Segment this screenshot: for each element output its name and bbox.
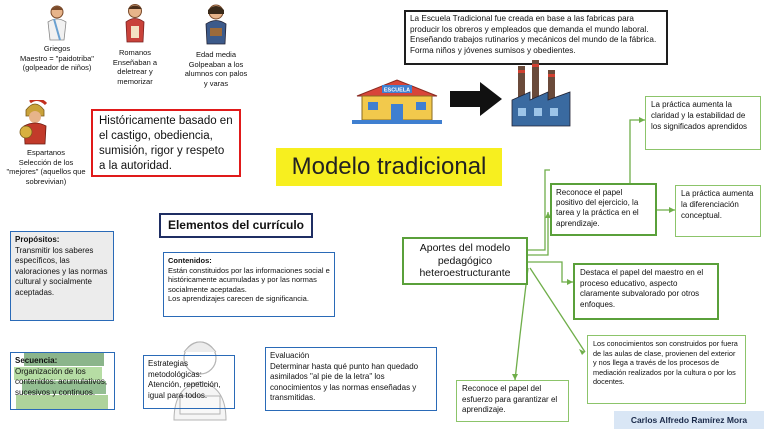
papel-maestro-box: Destaca el papel del maestro en el proce… (573, 263, 719, 320)
contenidos-box: Contenidos: Están constituidos por las i… (163, 252, 335, 317)
spartan-figure (18, 100, 58, 146)
secuencia-box: Secuencia: Organización de los contenido… (10, 352, 115, 410)
school-sign: ESCUELA (384, 88, 410, 94)
spartan-figure-icon (19, 100, 48, 145)
curriculum-title: Elementos del currículo (167, 218, 305, 232)
page-title: Modelo tradicional (276, 148, 502, 186)
evaluacion-box: Evaluación Determinar hasta qué punto ha… (265, 347, 437, 411)
papel-maestro-text: Destaca el papel del maestro en el proce… (580, 268, 704, 309)
estrategias-box: Estrategias metodológicas: Atención, rep… (143, 355, 235, 409)
historic-box: Históricamente basado en el castigo, obe… (91, 109, 241, 177)
medieval-figure-icon (205, 4, 227, 45)
evaluacion-text: Determinar hasta qué punto han quedado a… (270, 361, 419, 403)
books-icon (14, 353, 108, 409)
esfuerzo-box: Reconoce el papel del esfuerzo para gara… (456, 380, 569, 422)
curriculum-title-box: Elementos del currículo (159, 213, 313, 238)
estrategias-text: Atención, repetición, igual para todos. (148, 380, 221, 400)
author-text: Carlos Alfredo Ramírez Mora (630, 415, 748, 425)
papel-positivo-box: Reconoce el papel positivo del ejercicio… (550, 183, 657, 236)
aportes-text: Aportes del modelo pedagógico heteroestr… (419, 242, 511, 279)
medieval-figure (196, 2, 236, 46)
propositos-text: Transmitir los saberes específicos, las … (15, 245, 108, 297)
spartan-caption: Espartanos Selección de los "mejores" (a… (6, 148, 86, 186)
secuencia-label: Secuencia: (15, 356, 58, 365)
school-icon: ESCUELA (352, 79, 442, 124)
author-label: Carlos Alfredo Ramírez Mora (614, 411, 764, 429)
greek-figure (22, 4, 92, 42)
school-description-box: La Escuela Tradicional fue creada en bas… (404, 10, 668, 65)
propositos-box: Propósitos: Transmitir los saberes espec… (10, 231, 114, 321)
aportes-box: Aportes del modelo pedagógico heteroestr… (402, 237, 528, 285)
secuencia-text: Organización de los contenidos: acumulat… (15, 366, 108, 397)
esfuerzo-text: Reconoce el papel del esfuerzo para gara… (462, 384, 558, 414)
propositos-label: Propósitos: (15, 235, 60, 244)
estrategias-label: Estrategias metodológicas: (148, 359, 202, 379)
arrow-right-icon (450, 82, 502, 116)
factory-icon (511, 60, 571, 127)
conocimientos-text: Los conocimientos son construidos por fu… (593, 339, 738, 387)
roman-figure-icon (125, 4, 145, 43)
evaluacion-label: Evaluación (270, 351, 310, 360)
roman-figure (115, 2, 155, 44)
school-description-text: La Escuela Tradicional fue creada en bas… (410, 14, 657, 55)
contenidos-label: Contenidos: (168, 256, 212, 265)
student-icon (173, 341, 227, 421)
practica-claridad-box: La práctica aumenta la claridad y la est… (645, 96, 761, 150)
roman-caption: Romanos Enseñaban a deletrear y memoriza… (112, 48, 158, 86)
practica-diferenciacion-text: La práctica aumenta la diferenciación co… (681, 189, 754, 220)
practica-claridad-text: La práctica aumenta la claridad y la est… (651, 100, 748, 131)
practica-diferenciacion-box: La práctica aumenta la diferenciación co… (675, 185, 761, 237)
papel-positivo-text: Reconoce el papel positivo del ejercicio… (556, 188, 639, 228)
contenidos-text: Están constituidos por las informaciones… (168, 265, 330, 304)
conocimientos-box: Los conocimientos son construidos por fu… (587, 335, 746, 404)
greek-figure-icon (47, 5, 67, 41)
greek-caption: Griegos Maestro = "paidotriba" (golpeado… (20, 44, 94, 72)
historic-text: Históricamente basado en el castigo, obe… (99, 115, 233, 172)
medieval-caption: Edad media Golpeaban a los alumnos con p… (184, 50, 248, 88)
page-title-text: Modelo tradicional (291, 153, 487, 180)
